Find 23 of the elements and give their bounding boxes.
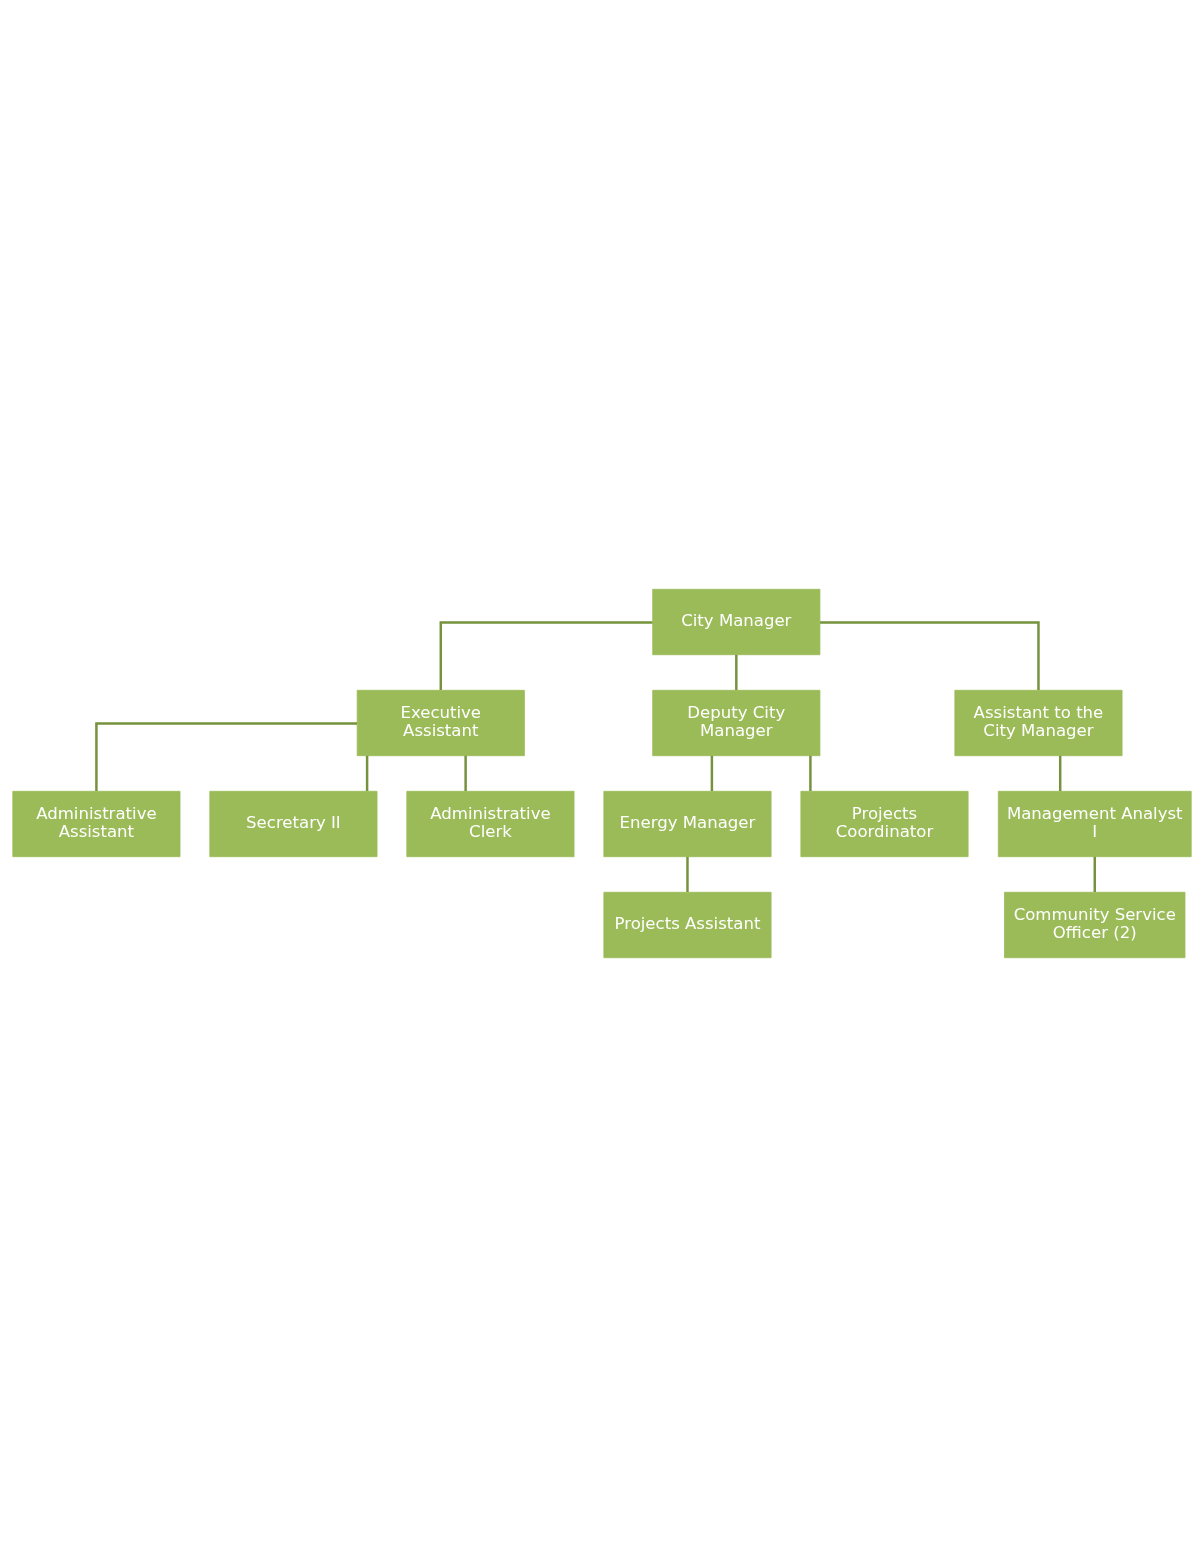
node-box: Projects Assistant: [603, 891, 772, 959]
node-box: Community Service Officer (2): [1004, 891, 1186, 959]
connector: [464, 755, 467, 791]
node-box: Assistant to the City Manager: [954, 689, 1123, 757]
node-box: Executive Assistant: [356, 689, 525, 757]
node-box: Administrative Assistant: [12, 790, 181, 858]
node-box: Management Analyst I: [997, 790, 1192, 858]
connector: [735, 654, 738, 691]
connector: [809, 755, 812, 791]
connector: [365, 755, 369, 791]
connector: [1058, 755, 1062, 791]
node-box: Deputy City Manager: [652, 689, 821, 757]
node-box: Energy Manager: [603, 790, 772, 858]
node-box: Secretary II: [209, 790, 378, 858]
connector: [710, 755, 714, 791]
connector: [95, 722, 357, 792]
node-box: Projects Coordinator: [800, 790, 969, 858]
connector: [1093, 856, 1096, 892]
connector: [686, 856, 689, 892]
node-box: Administrative Clerk: [406, 790, 575, 858]
connector: [820, 621, 1040, 691]
node-box: City Manager: [652, 588, 821, 656]
connector: [439, 621, 653, 691]
